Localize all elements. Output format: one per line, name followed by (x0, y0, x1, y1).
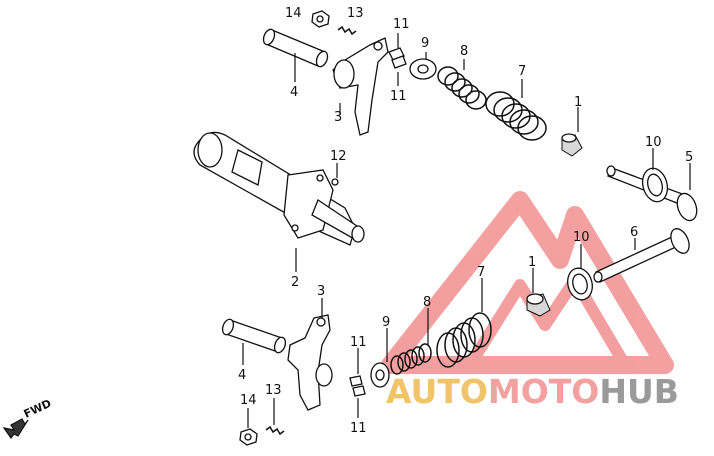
forward-arrow-icon (2, 418, 29, 440)
inner-spring-top (437, 66, 487, 110)
callout-4-lower: 4 (238, 368, 246, 383)
callout-1-lower: 1 (528, 255, 536, 270)
callout-8-lower: 8 (423, 295, 431, 310)
valve-seal-top (561, 133, 583, 157)
nut-lower (239, 428, 258, 446)
valve-seat-ring-upper (641, 167, 669, 203)
leader-lines (242, 33, 691, 428)
outer-spring-lower (436, 312, 492, 368)
inner-spring-lower (390, 343, 432, 375)
adjust-screw-lower (265, 425, 285, 436)
watermark-logo-icon (381, 191, 674, 374)
valve-seal-lower (526, 293, 551, 317)
callout-8-top: 8 (460, 44, 468, 59)
rocker-shaft-lower (221, 318, 287, 354)
intake-valve (593, 228, 690, 283)
callout-4-top: 4 (290, 85, 298, 100)
callout-11-top-b: 11 (390, 89, 407, 104)
callout-10-upper: 10 (645, 135, 662, 150)
valve-cotters-top (388, 47, 407, 69)
callout-9-lower: 9 (382, 315, 390, 330)
valve-seat-ring-lower (567, 267, 593, 301)
callout-14-top: 14 (285, 6, 302, 21)
callout-3-lower: 3 (317, 284, 325, 299)
fwd-label: FWD (22, 397, 54, 421)
watermark-hub: HUB (599, 372, 679, 411)
adjust-screw-top (337, 25, 357, 36)
callout-10-lower: 10 (573, 230, 590, 245)
rocker-arm-top (332, 37, 389, 136)
callout-11-lower-b: 11 (350, 421, 367, 436)
callout-1-top: 1 (574, 95, 582, 110)
nut-top (311, 10, 330, 28)
valve-cotters-lower (349, 375, 366, 397)
callout-7-top: 7 (518, 64, 526, 79)
spring-retainer-lower (370, 362, 390, 388)
callout-11-top-a: 11 (393, 17, 410, 32)
callout-3-top: 3 (334, 110, 342, 125)
callout-6: 6 (630, 225, 638, 240)
spring-retainer-top (409, 58, 437, 80)
callout-11-lower-a: 11 (350, 335, 367, 350)
callout-14-lower: 14 (240, 393, 257, 408)
callout-13-lower: 13 (265, 383, 282, 398)
rocker-arm-lower (287, 314, 333, 411)
watermark-auto: AUTO (386, 372, 488, 411)
outer-spring-top (485, 91, 547, 141)
camshaft (193, 131, 365, 246)
callout-5: 5 (685, 150, 693, 165)
callout-13-top: 13 (347, 6, 364, 21)
callout-7-lower: 7 (477, 265, 485, 280)
callout-12: 12 (330, 149, 347, 164)
callout-9-top: 9 (421, 36, 429, 51)
dowel-pin (331, 178, 339, 186)
callout-2: 2 (291, 275, 299, 290)
rocker-shaft-top (262, 28, 329, 68)
watermark-text: AUTOMOTOHUB (386, 372, 679, 411)
watermark-moto: MOTO (488, 372, 599, 411)
